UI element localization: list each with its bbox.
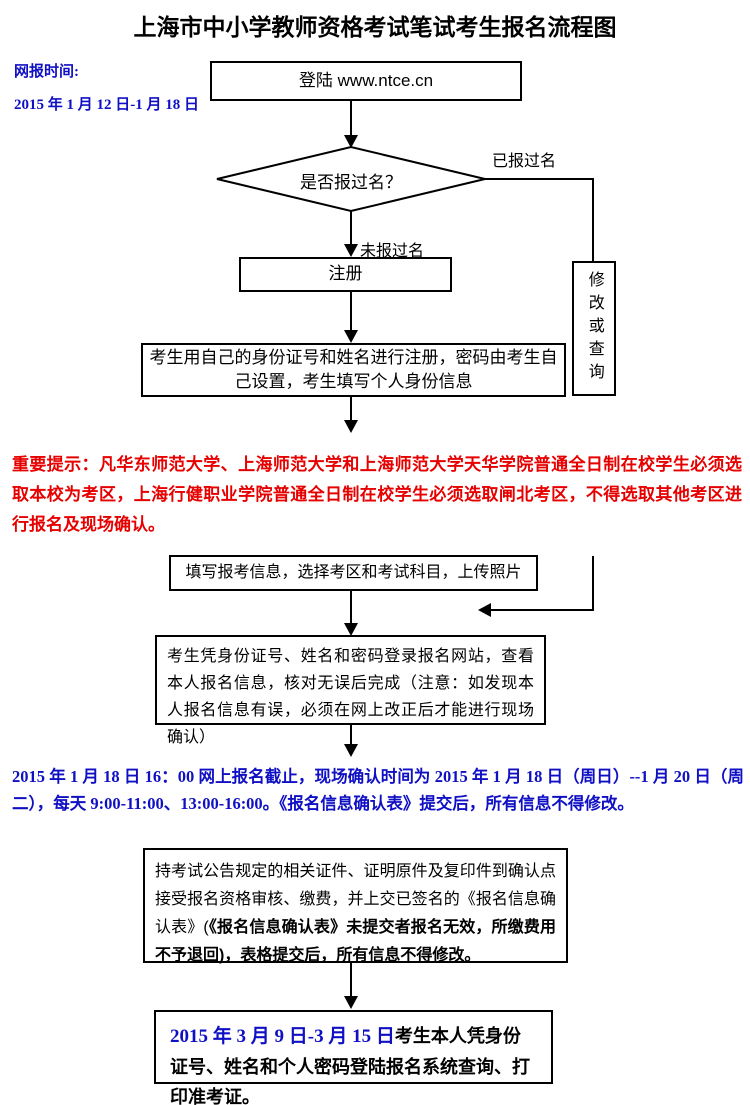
flow-box-register-detail: 考生用自己的身份证号和姓名进行注册，密码由考生自己设置，考生填写个人身份信息 [141,343,566,397]
onsite-confirm-normal-text: 持考试公告规定的相关证件、证明原件及复印件到确认点接受报名资格审核、缴费，并上交… [155,863,556,936]
net-time-label: 网报时间: [14,64,79,80]
deadline-note: 2015 年 1 月 18 日 16：00 网上报名截止，现场确认时间为 201… [12,767,744,813]
flow-box-login: 登陆 www.ntce.cn [210,61,522,101]
net-time-dates: 2015 年 1 月 12 日-1 月 18 日 [14,97,199,113]
elbow-decision-to-modify [485,178,594,261]
decision-label: 是否报过名？ [300,173,402,192]
print-ticket-text: 考生本人凭身份证号、姓名和个人密码登陆报名系统查询、打印准考证。 [170,1026,530,1105]
page-title: 上海市中小学教师资格考试笔试考生报名流程图 [133,15,617,40]
onsite-confirm-bold-text: 《报名信息确认表》未提交者报名无效，所缴费用不予退回)，表格提交后，所有信息不得… [155,919,556,964]
flow-box-onsite-confirm: 持考试公告规定的相关证件、证明原件及复印件到确认点接受报名资格审核、缴费，并上交… [143,848,568,964]
branch-label-registered: 已报过名 [492,153,557,170]
flow-box-fill-info: 填写报考信息，选择考区和考试科目，上传照片 [169,555,538,591]
arrowhead-decision-to-register [344,244,358,257]
important-note: 重要提示：凡华东师范大学、上海师范大学和上海师范大学天华学院普通全日制在校学生必… [12,455,742,534]
elbow-modify-return [491,556,594,611]
arrowhead-fillinfo-to-verify [344,623,358,636]
arrowhead-confirm-to-print [344,996,358,1009]
arrowhead-register-to-detail [344,330,358,343]
arrowhead-verify-down [344,744,358,757]
flow-box-print-ticket: 2015 年 3 月 9 日-3 月 15 日考生本人凭身份证号、姓名和个人密码… [154,1010,553,1105]
arrowhead-modify-return [478,603,491,617]
flow-box-verify-info: 考生凭身份证号、姓名和密码登录报名网站，查看本人报名信息，核对无误后完成（注意：… [155,635,546,746]
flow-box-modify-query: 修改或查询 [572,261,616,396]
print-ticket-date-text: 2015 年 3 月 9 日-3 月 15 日 [170,1026,395,1047]
arrowhead-detail-down [344,420,358,433]
branch-label-not-registered: 未报过名 [360,243,425,260]
arrowhead-login-to-decision [344,135,358,148]
flow-box-register: 注册 [239,257,452,292]
